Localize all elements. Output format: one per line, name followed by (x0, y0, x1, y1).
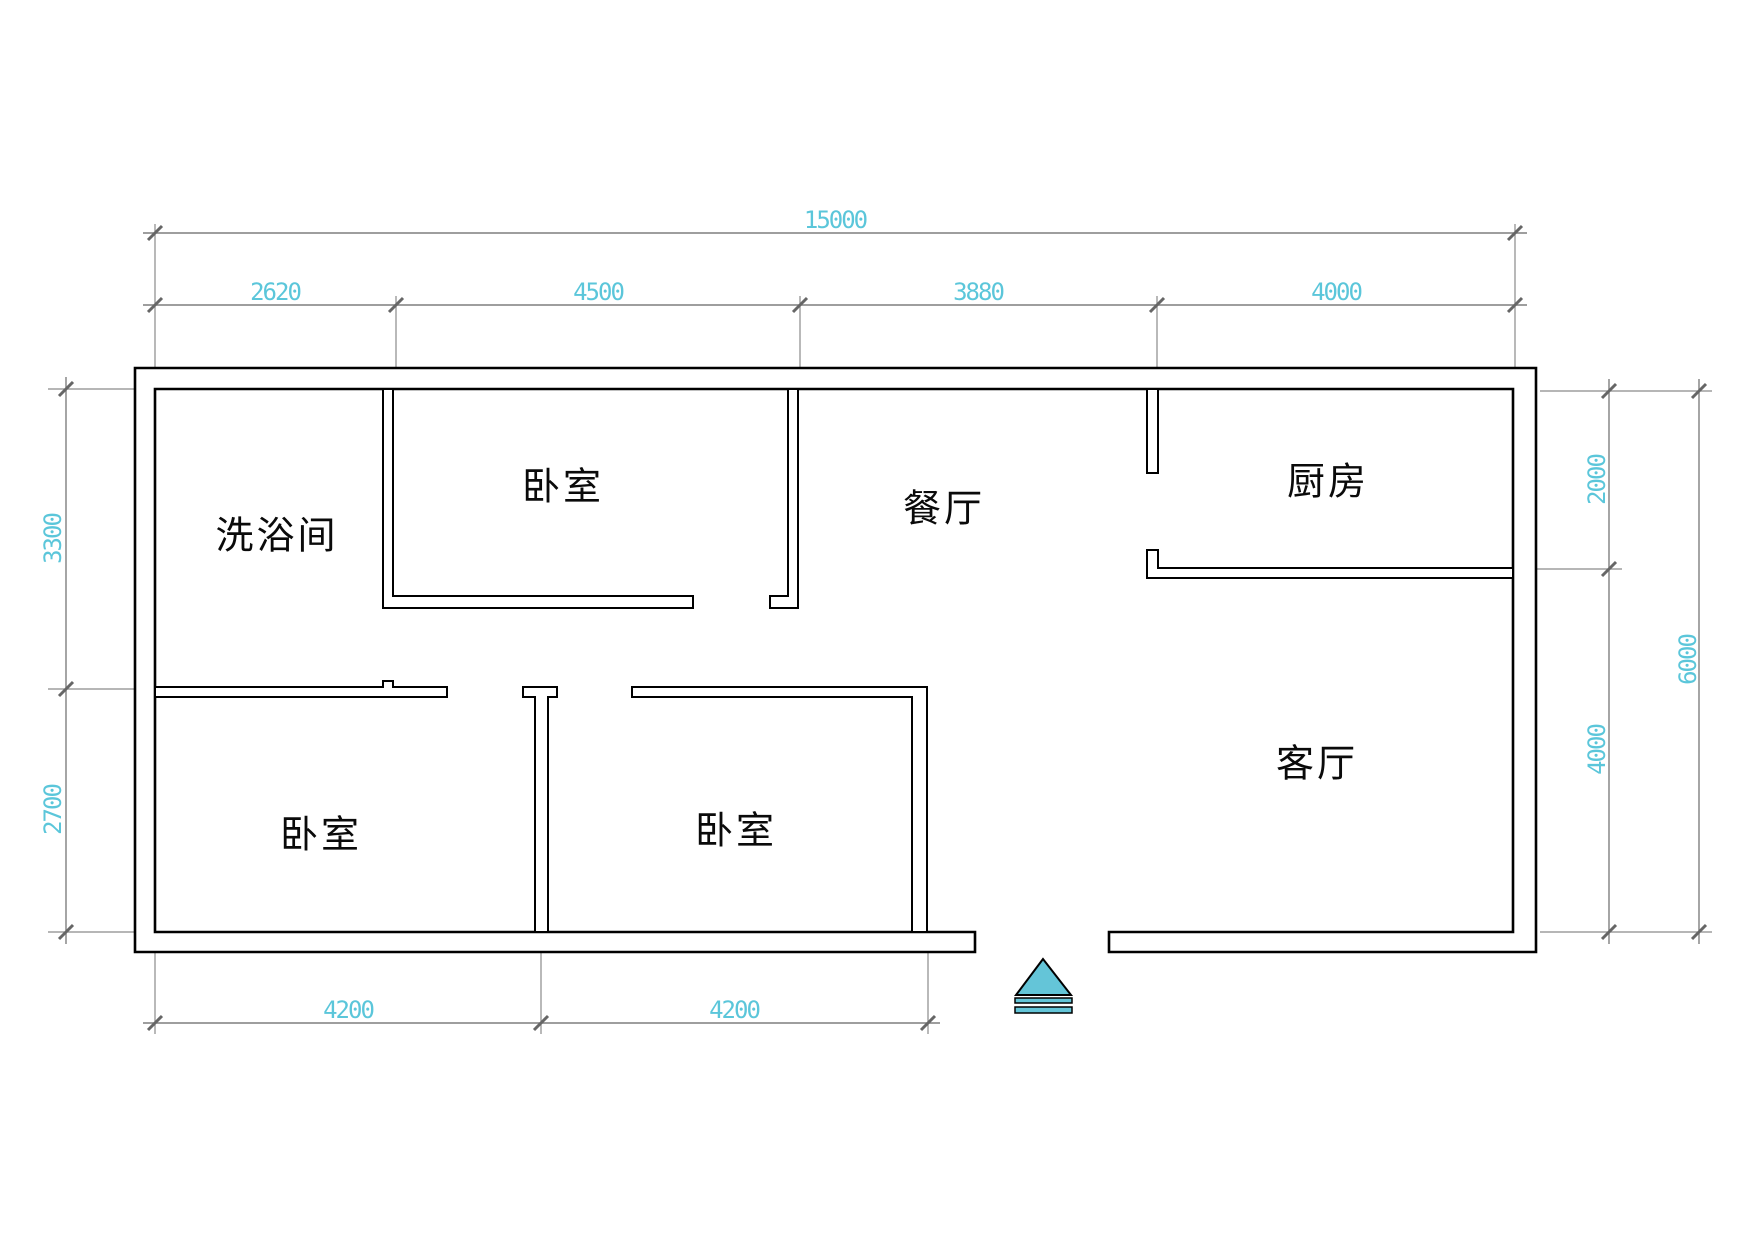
room-label-bedroom-top: 卧室 (521, 466, 605, 509)
interior-walls (154, 388, 1514, 933)
dim-right-bottom: 4000 (1583, 725, 1611, 775)
dim-total-width: 15000 (803, 206, 868, 234)
dim-left-bottom: 2700 (39, 785, 67, 835)
dim-seg-1: 2620 (250, 278, 302, 306)
wall-kitchen-stub (1146, 388, 1159, 474)
wall-bedroom-middle (631, 686, 928, 933)
dim-seg-3: 3880 (953, 278, 1005, 306)
dimension-lines (65, 232, 1700, 1024)
wall-kitchen-bottom (1146, 549, 1514, 579)
extension-lines (48, 224, 1712, 1034)
wall-bedroom-top-right (769, 388, 799, 609)
entrance-triangle-icon (1014, 957, 1074, 996)
wall-bedrooms-divider (522, 686, 558, 933)
dim-right-top: 2000 (1583, 455, 1611, 505)
outer-walls (133, 366, 1538, 954)
wall-middle (154, 680, 448, 698)
room-label-bedroom-middle: 卧室 (694, 810, 778, 853)
dim-bottom-2: 4200 (709, 996, 761, 1024)
room-label-bathroom: 洗浴间 (215, 515, 339, 558)
dim-seg-4: 4000 (1311, 278, 1363, 306)
wall-bathroom-divider (382, 388, 694, 609)
room-label-kitchen: 厨房 (1286, 461, 1370, 504)
dim-left-top: 3300 (39, 514, 67, 564)
entrance-marker (1014, 957, 1074, 1014)
room-label-bedroom-left: 卧室 (279, 814, 363, 857)
entrance-bar-top (1014, 997, 1073, 1004)
dim-right-total: 6000 (1674, 635, 1702, 685)
dim-seg-2: 4500 (573, 278, 625, 306)
dimension-ticks (57, 224, 1708, 1032)
dim-bottom-1: 4200 (323, 996, 375, 1024)
room-label-dining: 餐厅 (902, 488, 986, 531)
entrance-bar-bottom (1014, 1006, 1073, 1014)
room-label-living: 客厅 (1275, 743, 1359, 786)
